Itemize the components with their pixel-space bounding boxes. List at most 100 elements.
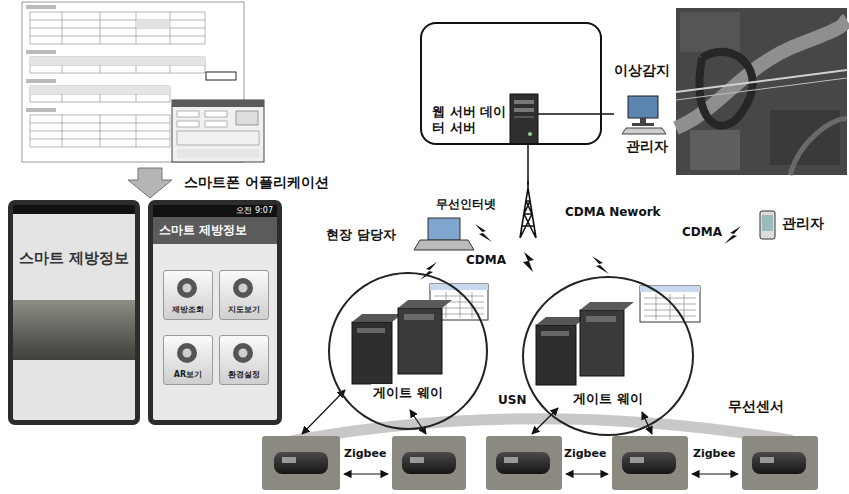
node-text: AR보기	[164, 369, 212, 380]
annotation-label: 무선인터넷	[436, 198, 496, 212]
phone-screen: 오전 9:07스마트 제방정보제방조회지도보기AR보기환경설정	[148, 200, 282, 425]
satellite-map	[676, 8, 847, 175]
link-arrow	[642, 412, 652, 434]
wireless-sensor	[612, 436, 688, 490]
node-text: 웹 서버 데이터 서버	[432, 104, 510, 137]
computer-icon	[622, 128, 666, 134]
computer-icon	[640, 118, 646, 123]
button-icon	[177, 343, 197, 363]
button-icon	[233, 343, 253, 363]
link-arrow	[410, 410, 426, 434]
satellite-map	[690, 130, 740, 170]
computer-icon	[628, 96, 658, 118]
spreadsheet-screenshot	[30, 86, 170, 102]
wireless-sensor	[760, 457, 774, 463]
annotation-label: 스마트폰 어플리케이션	[184, 174, 329, 190]
gateway-equipment	[580, 302, 634, 310]
dialog-screenshot	[205, 121, 227, 127]
gateway-equipment	[352, 314, 402, 322]
wireless-sensor	[622, 452, 676, 474]
spreadsheet-screenshot	[30, 12, 205, 44]
laptop-icon	[414, 240, 474, 250]
node-text: 스마트 제방정보	[153, 217, 277, 244]
annotation-label: Zigbee	[693, 448, 735, 461]
wireless-bolt	[523, 252, 534, 272]
spreadsheet-screenshot	[26, 108, 56, 112]
gateway-equipment	[536, 325, 576, 385]
gateway-equipment	[352, 322, 392, 384]
wireless-sensor	[496, 452, 550, 474]
annotation-label: Zigbee	[344, 448, 386, 461]
mobile-phone-icon	[760, 211, 775, 239]
spreadsheet-screenshot	[26, 50, 56, 54]
antenna-tower	[520, 181, 536, 238]
mobile-admin: 관리자	[758, 215, 827, 235]
gateway-circle: 게이트 웨이	[522, 276, 694, 436]
app-button: 지도보기	[219, 270, 269, 320]
wireless-sensor	[262, 436, 340, 490]
button-icon	[220, 273, 266, 303]
server-link-line	[538, 114, 602, 115]
link-arrow	[302, 390, 738, 474]
node-text: 지도보기	[220, 304, 268, 315]
dialog-screenshot	[172, 100, 264, 162]
node-text: 현장 담당자	[326, 226, 399, 244]
wireless-bolt	[475, 224, 492, 242]
app-button: 환경설정	[219, 335, 269, 385]
link-arrow	[566, 473, 608, 474]
dialog-screenshot	[236, 111, 258, 125]
link-arrow	[532, 408, 558, 434]
server-icon	[528, 132, 532, 136]
button-icon	[164, 273, 210, 303]
satellite-map	[676, 78, 847, 100]
button-icon	[239, 349, 248, 358]
link-arrow	[692, 473, 738, 474]
button-icon	[164, 338, 210, 368]
annotation-label: USN	[498, 394, 526, 408]
dialog-screenshot	[177, 149, 259, 158]
wireless-sensor	[262, 436, 818, 490]
field-worker: 현장 담당자	[326, 226, 399, 246]
annotation-label: 무선센서	[728, 398, 784, 414]
wireless-bolt	[592, 256, 609, 274]
gateway-equipment	[586, 316, 616, 322]
spreadsheet-screenshot	[26, 79, 56, 83]
link-arrow	[302, 390, 345, 434]
button-icon	[183, 284, 192, 293]
network-tower: CDMA Nework	[512, 185, 664, 221]
satellite-map	[676, 20, 847, 128]
server-icon	[510, 94, 538, 144]
wireless-sensor	[504, 457, 518, 463]
node-text: 스마트 제방정보	[13, 249, 135, 268]
gateway-equipment	[398, 300, 452, 308]
gateway-equipment	[404, 314, 434, 320]
wireless-sensor	[274, 452, 328, 474]
gateway-equipment	[430, 284, 488, 290]
dialog-screenshot	[177, 121, 199, 127]
dialog-screenshot	[172, 100, 264, 107]
gateway-equipment	[644, 294, 696, 320]
annotation-label: 이상감지	[614, 62, 670, 78]
wireless-bolt	[420, 262, 437, 280]
computer-icon	[632, 123, 654, 126]
wireless-sensor	[486, 436, 562, 490]
wireless-bolt	[724, 226, 741, 244]
gateway-equipment	[640, 286, 700, 322]
spreadsheet-screenshot	[30, 86, 170, 94]
annotation-label: Zigbee	[564, 448, 606, 461]
dialog-screenshot	[177, 111, 199, 117]
gateway-circle: 게이트 웨이	[328, 272, 488, 430]
node-text: 게이트 웨이	[571, 390, 645, 408]
server-box: 웹 서버 데이터 서버	[420, 22, 602, 145]
wireless-bolt	[420, 224, 741, 280]
app-button: 제방조회	[163, 270, 213, 320]
annotation-label: CDMA	[682, 226, 722, 240]
computer-icon	[622, 96, 666, 134]
spreadsheet-screenshot	[30, 115, 170, 147]
laptop-icon	[428, 218, 460, 240]
gateway-equipment	[536, 317, 586, 325]
spreadsheet-screenshot	[26, 5, 56, 9]
wireless-sensor	[742, 436, 818, 490]
